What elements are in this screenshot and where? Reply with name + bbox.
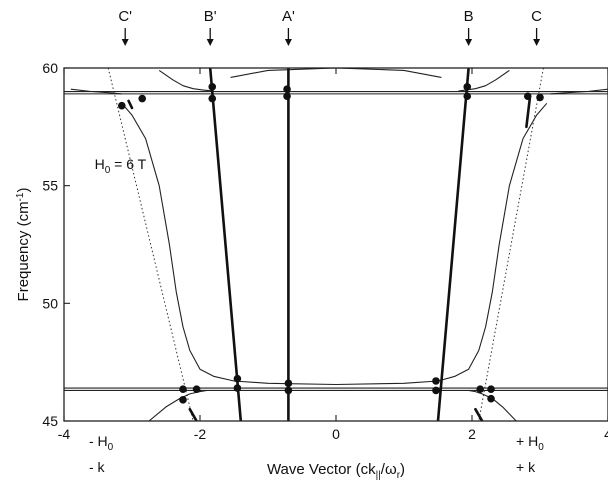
top-marker-arrowhead [284, 39, 292, 46]
ticks-layer: -4 -2 0 2 4 45 50 55 60 [42, 60, 608, 442]
thick-dispersion-line [208, 68, 243, 421]
y-axis-label: Frequency (cm-1) [15, 188, 32, 302]
y-tick-label: 60 [42, 60, 58, 76]
x-tick-label: 4 [604, 426, 608, 442]
data-point [179, 396, 187, 404]
x-tick-label: 2 [468, 426, 476, 442]
thick-dispersion-line [188, 407, 198, 421]
data-point [432, 386, 440, 395]
data-point [283, 92, 291, 101]
thin-dispersion-curve [468, 389, 517, 421]
data-point [463, 83, 472, 91]
x-axis-label: Wave Vector (ck||/ωr) [267, 461, 405, 481]
top-marker-arrowhead [465, 39, 473, 46]
data-point [192, 385, 201, 394]
points-layer [118, 83, 544, 404]
x-tick-label: -2 [194, 426, 207, 442]
data-point [179, 385, 187, 394]
thick-dispersion-line [525, 97, 532, 129]
top-marker-label: C [531, 8, 542, 25]
data-point [432, 377, 440, 385]
plus-k-label: + k [516, 459, 536, 475]
data-point [138, 94, 146, 103]
thin-dispersion-curve [148, 389, 207, 421]
top-marker-arrowhead [206, 39, 214, 46]
top-marker-arrowhead [533, 39, 541, 46]
thin-dispersion-curve [458, 69, 510, 92]
thin-dispersion-curve [121, 102, 548, 386]
top-marker-arrowhead [121, 39, 129, 46]
dotted-light-line [107, 68, 194, 421]
data-point [208, 94, 217, 103]
thick-dispersion-line [474, 407, 484, 421]
data-point [523, 92, 532, 101]
top-markers-layer: C' B' A' B C [118, 8, 542, 46]
y-tick-label: 45 [42, 413, 58, 429]
data-point [208, 83, 217, 91]
data-point [284, 379, 293, 388]
minus-k-label: - k [89, 459, 106, 475]
thin-dispersion-curve [158, 69, 214, 92]
data-point [284, 386, 293, 395]
minus-field-label: - H0 [89, 433, 114, 453]
y-tick-label: 50 [42, 295, 58, 311]
data-point [487, 394, 495, 403]
data-point [476, 385, 484, 394]
thin-dispersion-curve [70, 88, 122, 95]
y-tick-label: 55 [42, 178, 58, 194]
top-marker-label: C' [118, 8, 132, 25]
top-marker-label: B' [204, 8, 217, 25]
data-point [463, 92, 472, 101]
data-point [233, 384, 242, 392]
data-point [118, 101, 126, 110]
thin-dispersion-curve [550, 88, 608, 95]
data-point [536, 93, 544, 102]
data-point [487, 385, 495, 394]
data-point [233, 374, 242, 383]
field-annotation: H0 = 6 T [95, 156, 147, 176]
top-marker-label: A' [282, 8, 295, 25]
top-marker-label: B [464, 8, 474, 25]
x-tick-label: 0 [332, 426, 340, 442]
thin-dispersion-curve [230, 68, 442, 78]
thick-dispersion-line [436, 68, 470, 421]
plus-field-label: + H0 [516, 433, 544, 453]
series-layer [64, 68, 608, 421]
data-point [283, 85, 291, 93]
thick-dispersion-line [127, 99, 134, 110]
x-tick-label: -4 [58, 426, 71, 442]
